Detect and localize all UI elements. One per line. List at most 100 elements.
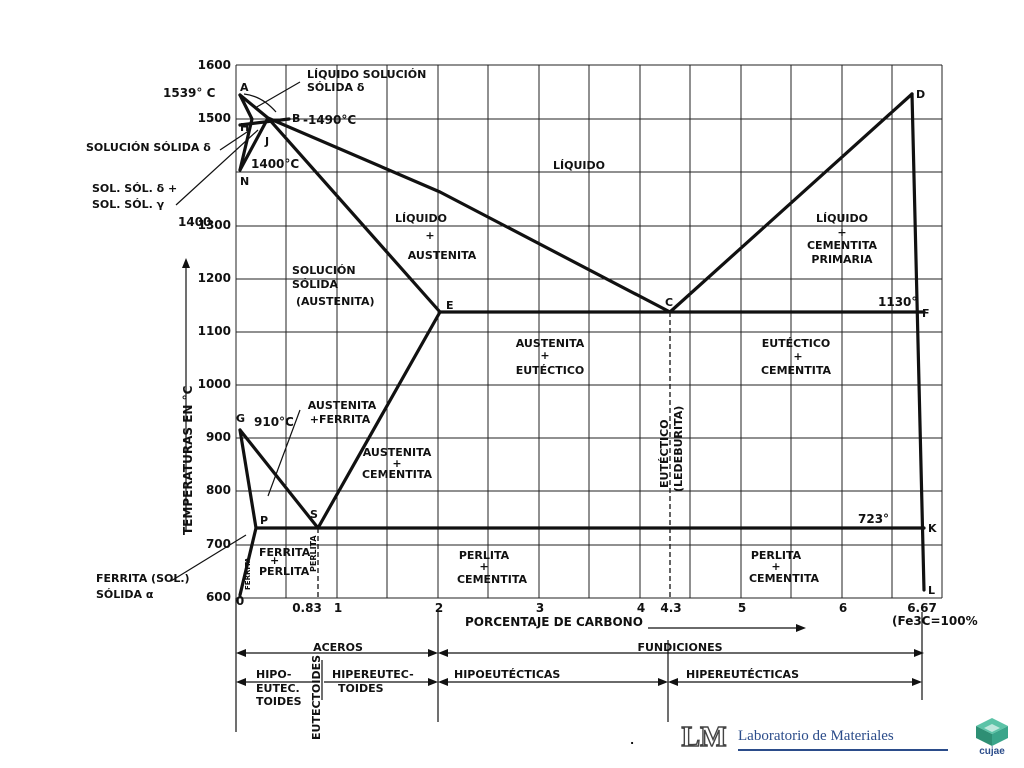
region-label: EUTÉCTICO xyxy=(516,364,585,377)
y-axis-label: TEMPERATURAS EN °C xyxy=(181,385,195,535)
region-label: SOL. SÓL. γ xyxy=(92,198,165,211)
region-label: CEMENTITA xyxy=(807,239,877,252)
region-label: SOLUCIÓN SÓLIDA δ xyxy=(86,141,211,154)
point-a: A xyxy=(240,81,249,94)
point-g: G xyxy=(236,412,245,425)
region-label: + xyxy=(479,560,488,573)
temp-1130: 1130° xyxy=(878,295,917,309)
stray-dot: . xyxy=(630,734,634,747)
temp-723: 723° xyxy=(858,512,889,526)
region-label: EUTÉCTICO xyxy=(658,419,671,488)
region-label: AUSTENITA xyxy=(516,337,585,350)
y-tick: 1000 xyxy=(198,377,231,391)
y-tick: 1300 xyxy=(198,218,231,232)
region-label: FERRITA xyxy=(259,546,311,559)
x-tick-labels: 0.83 1 2 3 4 4.3 5 6 6.67 xyxy=(292,601,937,615)
y-axis-arrow xyxy=(182,258,190,532)
class-hiper-1: HIPEREUTEC- xyxy=(332,668,414,681)
y-tick: 1600 xyxy=(198,58,231,72)
y-tick: 800 xyxy=(206,483,231,497)
y-tick-1400: 1400 xyxy=(178,215,211,229)
region-label: PERLITA xyxy=(751,549,802,562)
cujae-logo-icon xyxy=(976,718,1008,746)
x-tick: 1 xyxy=(334,601,342,615)
point-j: J xyxy=(264,135,269,148)
region-label: AUSTENITA xyxy=(363,446,432,459)
region-label: EUTÉCTICO xyxy=(762,337,831,350)
temp-1539: 1539° C xyxy=(163,86,216,100)
lab-logo-icon: LM xyxy=(676,720,732,752)
point-l: L xyxy=(928,584,935,597)
point-b: B xyxy=(292,112,300,125)
y-tick: 900 xyxy=(206,430,231,444)
point-k: K xyxy=(928,522,937,535)
x-tick: 3 xyxy=(536,601,544,615)
phase-lines xyxy=(170,81,926,598)
region-label: CEMENTITA xyxy=(362,468,432,481)
x-axis-label: PORCENTAJE DE CARBONO xyxy=(465,615,643,629)
class-hipoeutecticas: HIPOEUTÉCTICAS xyxy=(454,668,560,681)
region-label: SOL. SÓL. δ + xyxy=(92,182,177,195)
class-fundiciones: FUNDICIONES xyxy=(637,641,722,654)
y-tick: 600 xyxy=(206,590,231,604)
class-hipereutecticas: HIPEREUTÉCTICAS xyxy=(686,668,799,681)
region-label: SÓLIDA δ xyxy=(307,81,365,94)
liquid-delta-dome xyxy=(243,93,277,113)
region-label: PERLITA xyxy=(259,565,310,578)
region-label: (AUSTENITA) xyxy=(296,295,375,308)
class-hipo-1: HIPO- xyxy=(256,668,291,681)
cementite-line xyxy=(910,92,926,592)
footer-branding: LM Laboratorio de Materiales cujae xyxy=(676,716,1016,764)
class-eutectoides: EUTECTOIDES xyxy=(310,655,323,740)
temp-1400: 1400°C xyxy=(251,157,299,171)
footer-underline xyxy=(738,749,948,751)
temp-910: 910°C xyxy=(254,415,294,429)
x-tick: 6.67 xyxy=(907,601,937,615)
y-tick: 1200 xyxy=(198,271,231,285)
region-label: LÍQUIDO xyxy=(816,212,868,225)
region-label: CEMENTITA xyxy=(761,364,831,377)
region-label: + xyxy=(540,349,549,362)
region-label: + xyxy=(771,560,780,573)
lab-name: Laboratorio de Materiales xyxy=(738,728,894,744)
leader-ferrita xyxy=(170,534,247,582)
y-tick: 700 xyxy=(206,537,231,551)
cujae-label: cujae xyxy=(979,746,1005,757)
region-label: SÓLIDA xyxy=(292,278,339,291)
x-tick: 4 xyxy=(637,601,645,615)
region-label: FERRITA (SOL.) xyxy=(96,572,190,585)
point-f: F xyxy=(922,307,930,320)
region-label: +FERRITA xyxy=(310,413,371,426)
region-label: + xyxy=(392,457,401,470)
region-label: LÍQUIDO xyxy=(395,212,447,225)
point-n: N xyxy=(240,175,249,188)
class-hiper-2: TOIDES xyxy=(338,682,384,695)
region-label: SOLUCIÓN xyxy=(292,264,356,277)
point-labels: A B H J N E C D F G P S K L xyxy=(236,81,937,597)
region-label: LÍQUIDO SOLUCIÓN xyxy=(307,68,426,81)
region-label: CEMENTITA xyxy=(749,572,819,585)
region-label: + xyxy=(793,350,802,363)
point-s: S xyxy=(310,508,318,521)
point-c: C xyxy=(665,296,673,309)
y-tick: 1100 xyxy=(198,324,231,338)
x-tick: 0.83 xyxy=(292,601,322,615)
region-label: CEMENTITA xyxy=(457,573,527,586)
region-label: SÓLIDA α xyxy=(96,588,154,601)
region-label: + xyxy=(425,229,434,242)
leader-sol-delta xyxy=(219,129,251,151)
fe3c-label: (Fe3C=100% xyxy=(892,614,978,628)
classification-scale: ACEROS FUNDICIONES HIPO- EUTEC. TOIDES E… xyxy=(235,598,924,740)
x-tick: 2 xyxy=(435,601,443,615)
region-label: + xyxy=(270,554,279,567)
delta-boundary xyxy=(238,93,254,172)
region-label: PERLITA xyxy=(459,549,510,562)
leader-910 xyxy=(267,409,301,497)
region-label: (LEDEBURITA) xyxy=(672,406,685,492)
region-label: AUSTENITA xyxy=(308,399,377,412)
solidus-austenite xyxy=(238,116,442,314)
class-aceros: ACEROS xyxy=(313,641,363,654)
region-label: + xyxy=(837,226,846,239)
class-hipo-3: TOIDES xyxy=(256,695,302,708)
